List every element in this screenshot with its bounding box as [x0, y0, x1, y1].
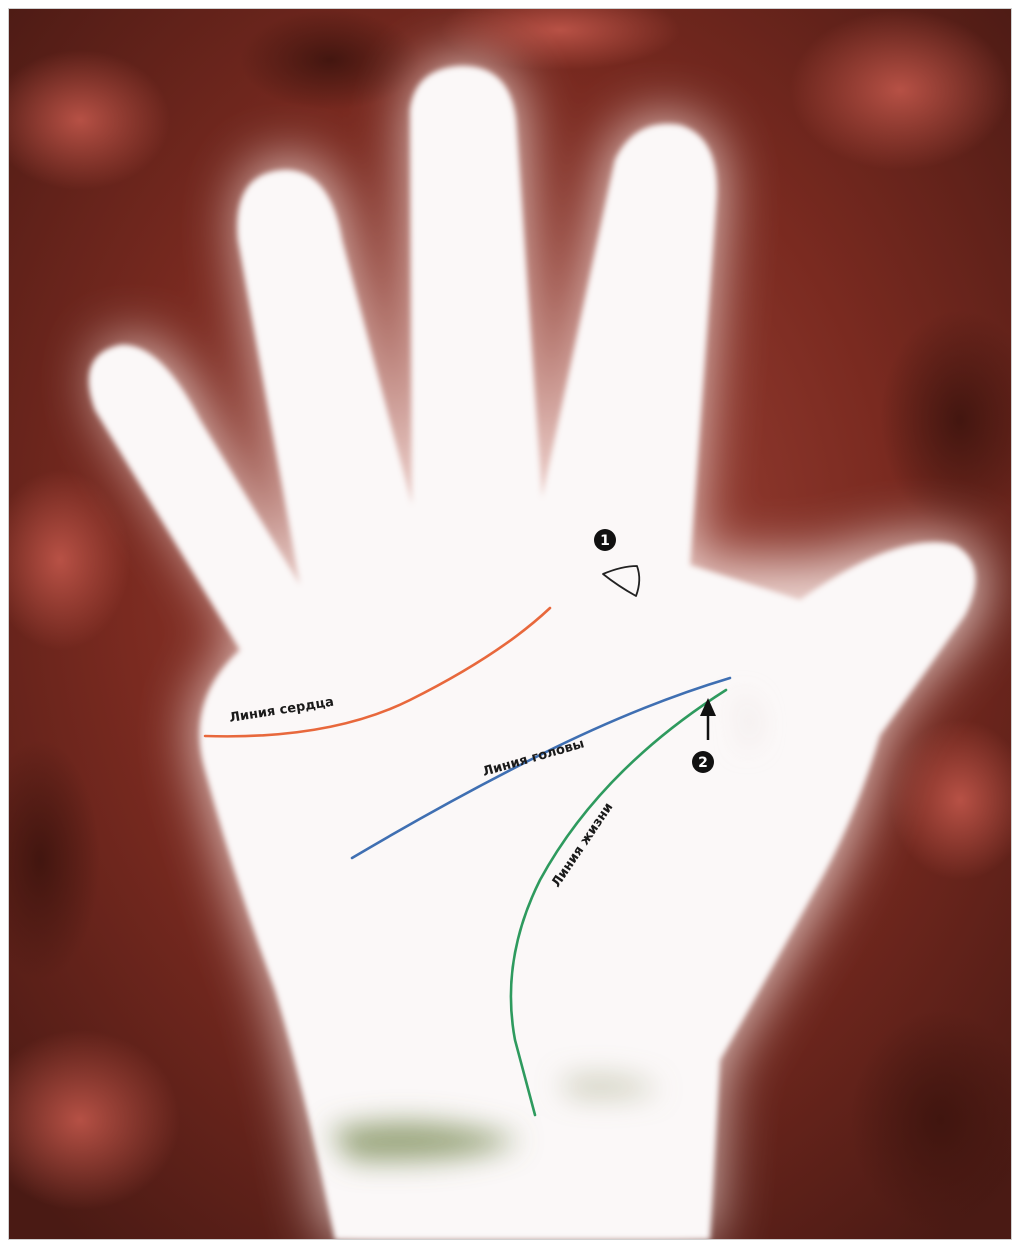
marker-1-icon: 1 [594, 529, 616, 551]
marker-2-icon: 2 [692, 751, 714, 773]
marker-2-label: 2 [698, 755, 708, 771]
marker-1-label: 1 [600, 533, 610, 549]
